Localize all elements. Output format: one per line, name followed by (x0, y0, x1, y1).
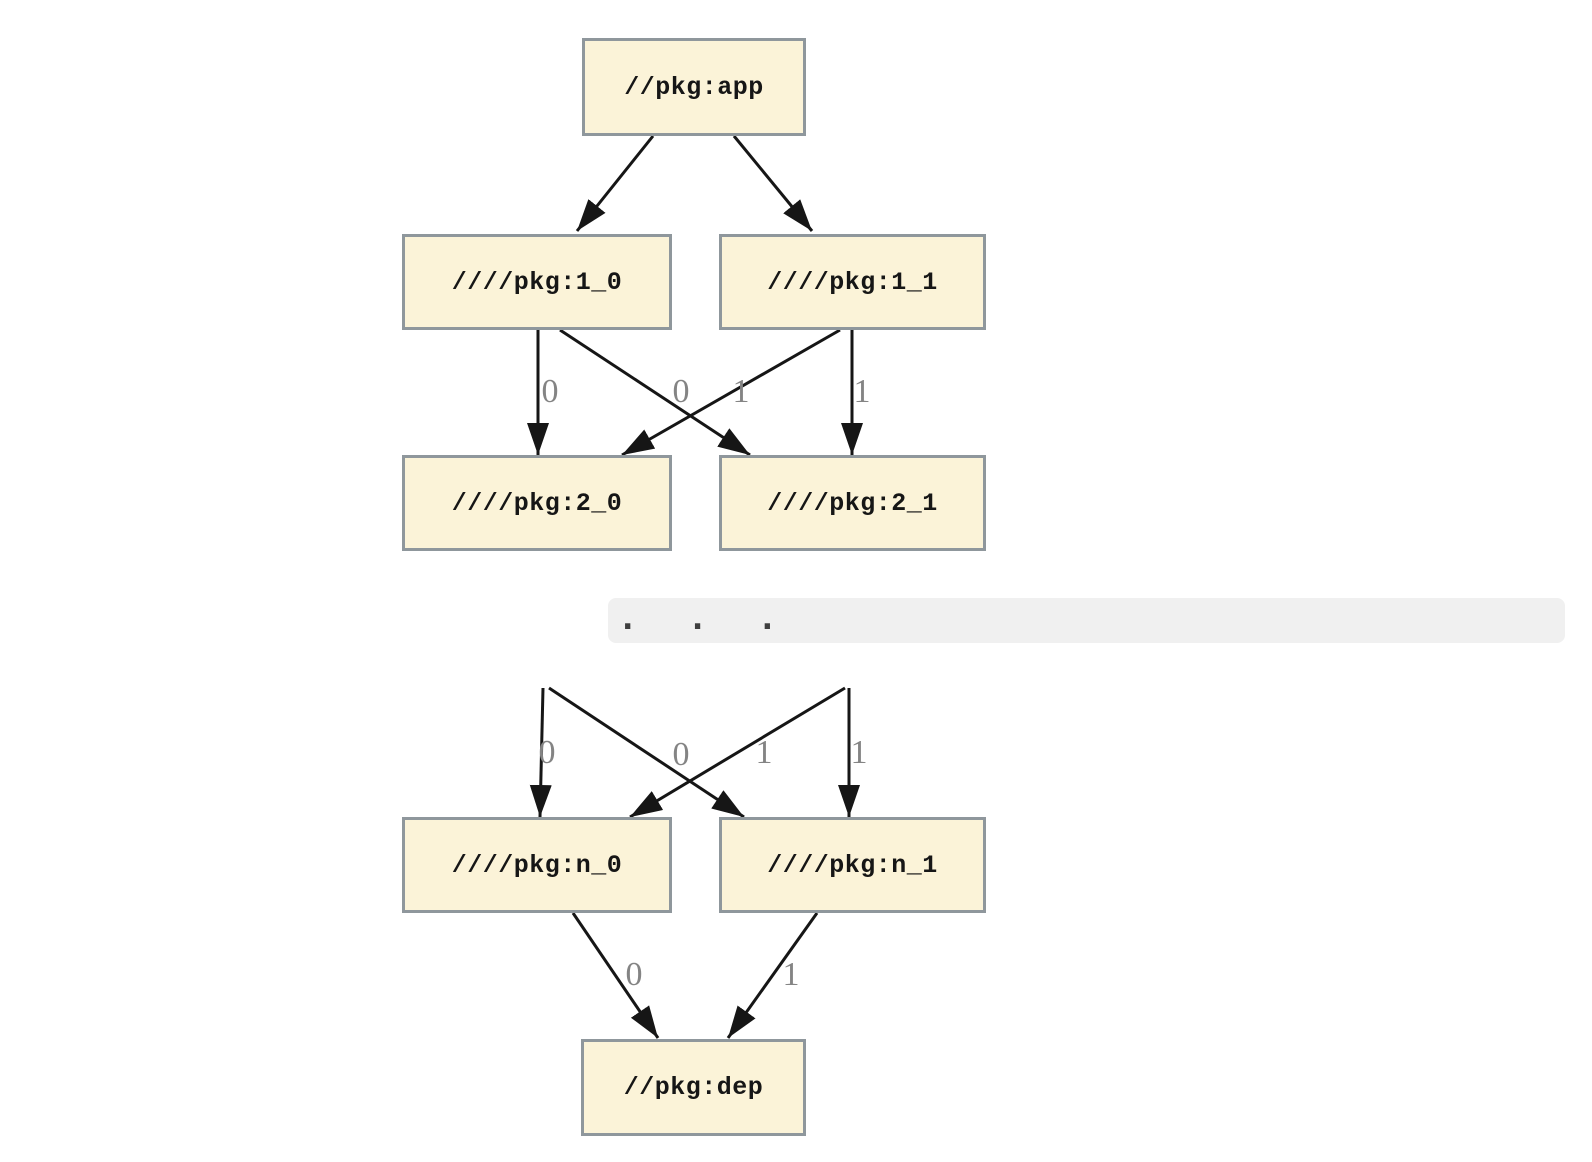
edge-label: 0 (625, 956, 643, 993)
node-pkg-n-1-label: ////pkg:n_1 (767, 850, 938, 880)
edge-prev-to-n-1-cross (548, 686, 745, 819)
node-pkg-2-1: ////pkg:2_1 (719, 455, 986, 551)
edge-1-0-to-2-1 (559, 328, 751, 457)
edge-label: 1 (853, 373, 871, 410)
edge-label: 1 (732, 373, 750, 410)
node-pkg-app: //pkg:app (582, 38, 806, 136)
node-pkg-1-0: ////pkg:1_0 (402, 234, 672, 330)
edge-label: 0 (541, 373, 559, 410)
node-pkg-dep: //pkg:dep (581, 1039, 806, 1136)
edge-label: 0 (672, 373, 690, 410)
node-pkg-app-label: //pkg:app (624, 72, 764, 102)
edge-n-0-to-dep (571, 912, 660, 1039)
edge-app-to-1-0 (575, 135, 655, 232)
node-pkg-n-0: ////pkg:n_0 (402, 817, 672, 913)
node-pkg-1-0-label: ////pkg:1_0 (451, 267, 623, 297)
edge-1-1-to-2-0 (621, 328, 841, 457)
ellipsis-bar: . . . (608, 598, 1565, 643)
edge-label: 1 (850, 734, 868, 771)
node-pkg-n-1: ////pkg:n_1 (719, 817, 986, 913)
edge-label: 1 (782, 956, 800, 993)
node-pkg-2-0-label: ////pkg:2_0 (451, 488, 623, 518)
edge-app-to-1-1 (732, 135, 814, 232)
node-pkg-2-1-label: ////pkg:2_1 (767, 488, 938, 518)
node-pkg-1-1-label: ////pkg:1_1 (767, 267, 938, 297)
node-pkg-dep-label: //pkg:dep (623, 1073, 764, 1102)
edge-n-1-to-dep (726, 912, 819, 1039)
node-pkg-n-0-label: ////pkg:n_0 (451, 850, 623, 880)
node-pkg-1-1: ////pkg:1_1 (719, 234, 986, 330)
edge-prev-to-n-0-cross (629, 686, 846, 819)
node-pkg-2-0: ////pkg:2_0 (402, 455, 672, 551)
edge-label: 0 (672, 736, 690, 773)
ellipsis-dots: . . . (622, 602, 798, 637)
edge-label: 1 (755, 734, 773, 771)
edge-label: 0 (538, 734, 556, 771)
